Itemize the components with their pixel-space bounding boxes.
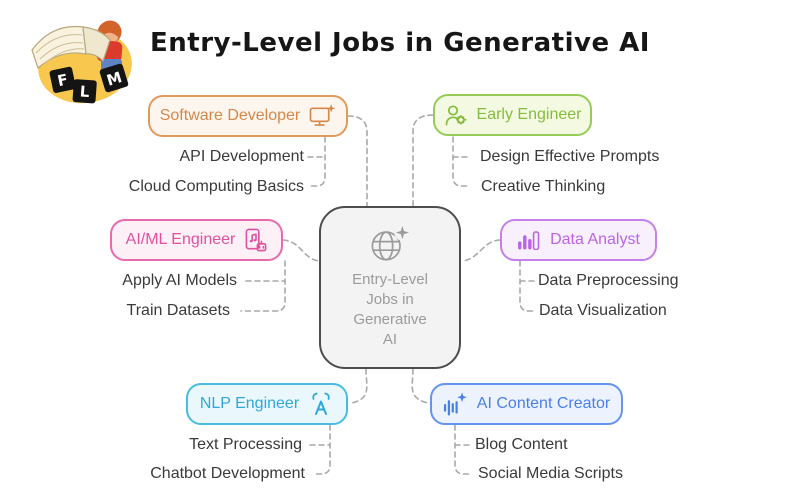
letter-block-m: M (99, 63, 129, 93)
language-waves-icon (312, 392, 330, 415)
svg-text:L: L (79, 82, 90, 101)
globe-sparkle-icon (371, 224, 411, 261)
flm-logo: F L M (31, 20, 132, 104)
sub-item-creative-thinking: Creative Thinking (481, 178, 606, 195)
node-early-engineer: Early Engineer (433, 94, 592, 136)
connector-ai-ml-engineer-center (282, 239, 320, 262)
connector-ai-content-creator-items (454, 424, 473, 475)
sub-item-blog-content: Blog Content (475, 436, 568, 453)
connector-data-analyst-center (461, 239, 501, 262)
center-label-line: Generative (353, 311, 427, 328)
bar-chart-icon (518, 231, 540, 250)
center-label-line: Jobs in (366, 291, 414, 308)
connector-early-engineer-center (412, 114, 434, 207)
connector-nlp-engineer-center (351, 368, 368, 404)
svg-text:M: M (105, 68, 125, 90)
sub-item-text-processing: Text Processing (189, 436, 302, 453)
node-label: Data Analyst (550, 231, 640, 248)
node-ai-ml-engineer: AI/ML Engineer (110, 219, 283, 261)
engineer-person-gear-icon (445, 105, 467, 126)
node-software-developer: Software Developer (148, 95, 348, 137)
sub-item-api-development: API Development (179, 148, 304, 165)
connector-nlp-engineer-items (309, 424, 331, 475)
sub-item-cloud-computing-basics: Cloud Computing Basics (128, 178, 304, 195)
open-book-illustration (31, 25, 111, 70)
sub-item-data-visualization: Data Visualization (539, 302, 667, 319)
center-label-line: Entry-Level (352, 271, 428, 288)
node-label: Early Engineer (476, 106, 582, 123)
node-ai-content-creator: AI Content Creator (430, 383, 623, 425)
connector-software-developer-center (347, 115, 368, 207)
center-node-label: Entry-Level Jobs in Generative AI (352, 270, 428, 350)
sub-item-design-effective-prompts: Design Effective Prompts (480, 148, 660, 165)
center-node: Entry-Level Jobs in Generative AI (319, 206, 461, 369)
connector-data-analyst-items (519, 260, 538, 312)
monitor-sparkle-icon (309, 104, 336, 126)
node-label: Software Developer (159, 107, 301, 124)
node-nlp-engineer: NLP Engineer (186, 383, 348, 425)
sub-item-chatbot-development: Chatbot Development (150, 465, 305, 482)
connector-ai-ml-engineer-items (240, 260, 286, 312)
connector-software-developer-items (307, 136, 326, 187)
sub-item-social-media-scripts: Social Media Scripts (478, 465, 623, 482)
svg-text:F: F (56, 70, 70, 90)
waveform-sparkle-icon (443, 391, 467, 416)
sub-item-data-preprocessing: Data Preprocessing (538, 272, 679, 289)
connector-early-engineer-items (452, 136, 471, 187)
phone-ai-robot-icon (245, 228, 267, 251)
node-label: NLP Engineer (199, 395, 300, 412)
letter-block-f: F (49, 66, 76, 93)
center-label-line: AI (382, 331, 398, 348)
sub-item-train-datasets: Train Datasets (126, 302, 230, 319)
node-label: AI/ML Engineer (125, 231, 236, 248)
node-label: AI Content Creator (476, 395, 611, 412)
node-data-analyst: Data Analyst (500, 219, 657, 261)
page-title: Entry-Level Jobs in Generative AI (150, 28, 650, 58)
letter-block-l: L (72, 79, 97, 104)
connector-ai-content-creator-center (411, 368, 429, 404)
sub-item-apply-ai-models: Apply AI Models (122, 272, 237, 289)
